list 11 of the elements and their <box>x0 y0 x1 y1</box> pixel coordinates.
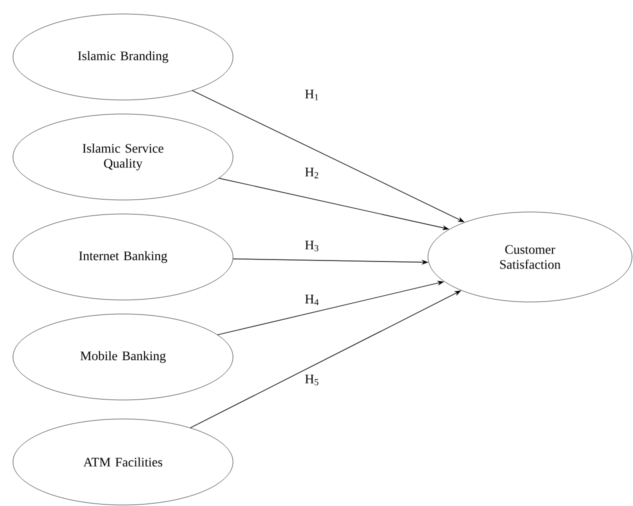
edge-label: H$_{4}$ <box>305 294 319 306</box>
ellipse-node: Mobile Banking <box>12 314 234 400</box>
edge-label: H$_{2}$ <box>305 168 318 178</box>
ellipse-node: ATM Facilities <box>12 418 234 506</box>
ellipse-node: Islamic Service Quality <box>12 114 234 200</box>
edge-label: H$_{3}$ <box>305 240 318 252</box>
edge-label: H$_{5}$ <box>305 374 318 386</box>
ellipse-node: Internet Banking <box>12 214 234 300</box>
ellipse-node: Customer Satisfaction <box>428 212 632 302</box>
edge-label: H$_{1}$ <box>305 90 318 100</box>
ellipse-node: Islamic Branding <box>12 14 234 100</box>
